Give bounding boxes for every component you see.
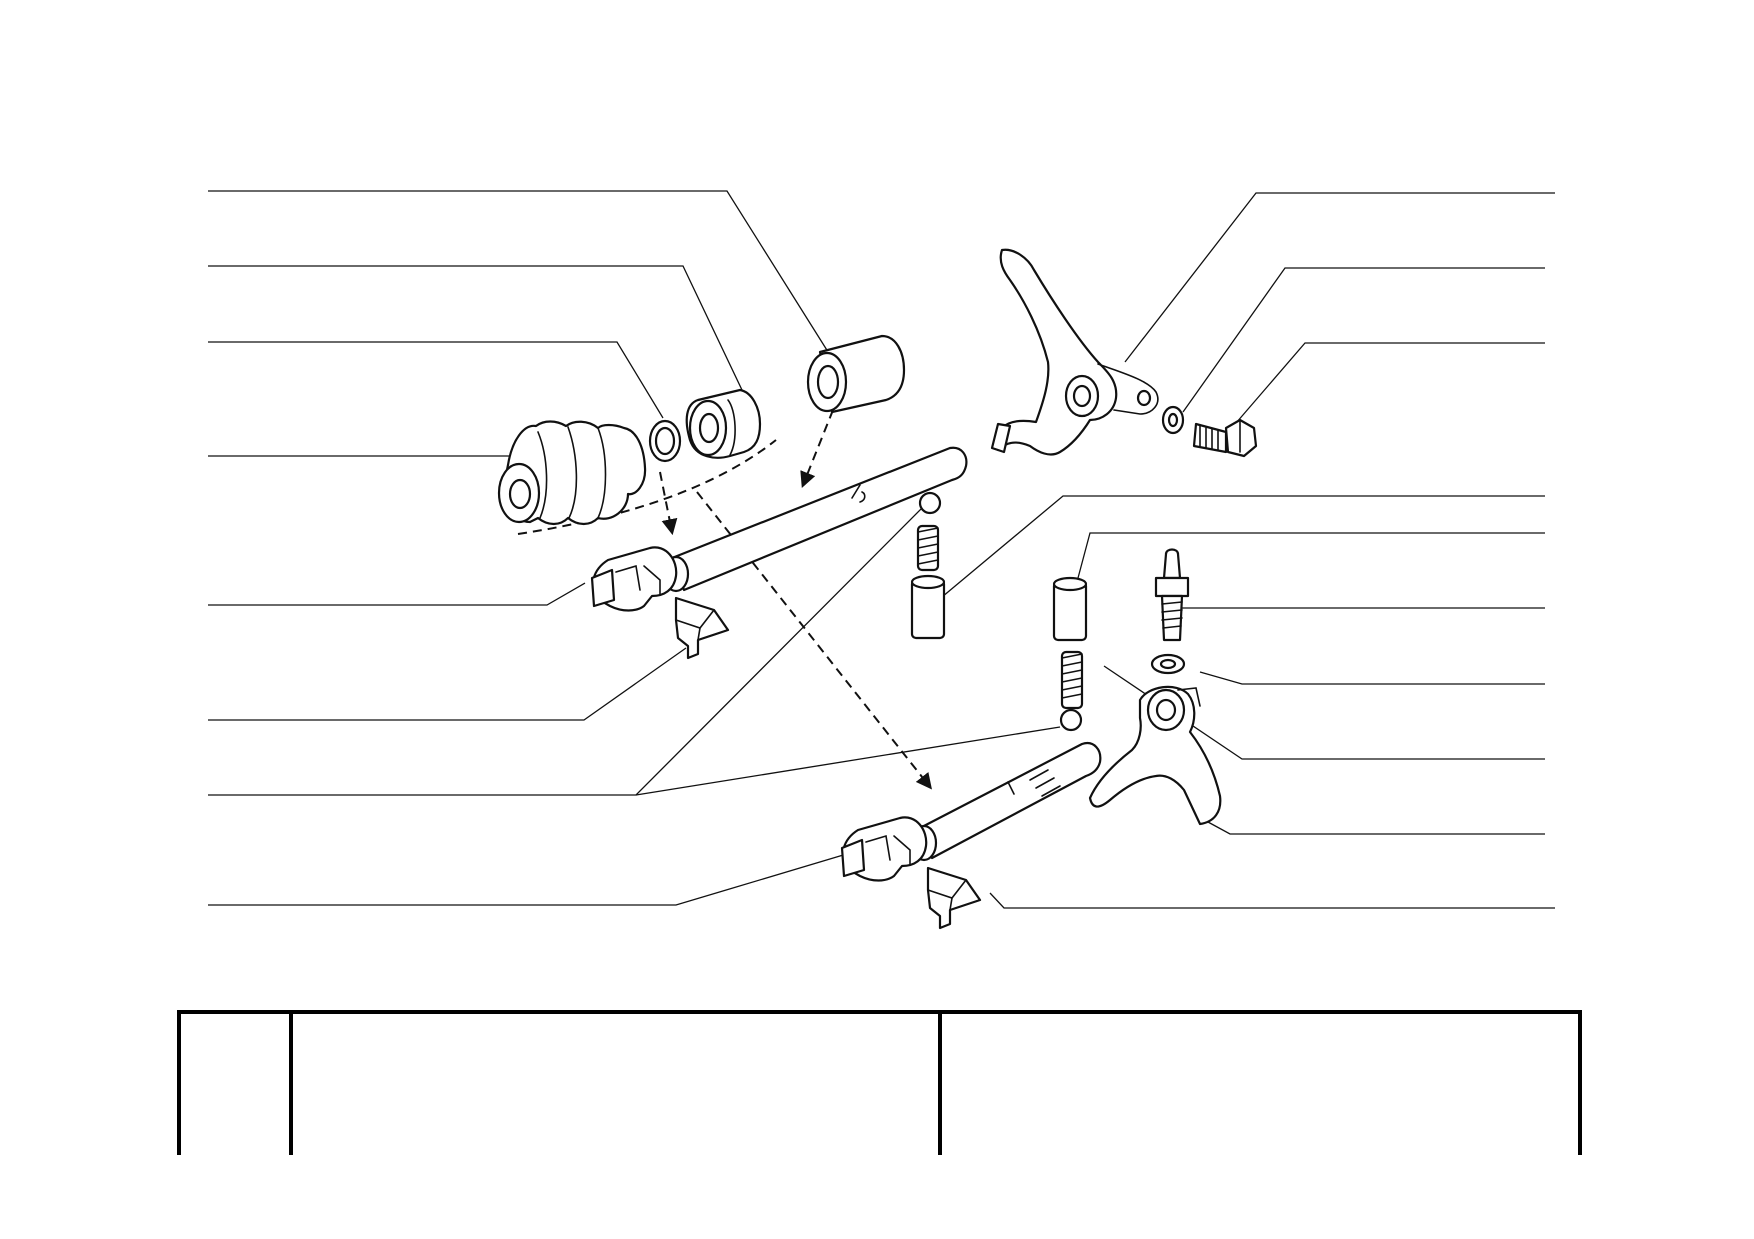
fork-bolt [1192, 418, 1258, 458]
title-block [177, 1010, 1582, 1155]
bush [806, 334, 906, 414]
upper-interlock-clip [674, 596, 730, 660]
lower-selector-shaft [840, 742, 1102, 882]
leader-line-lower-interlock-clip [989, 892, 1555, 909]
lower-detent-spring [1060, 650, 1084, 710]
leader-line-fork-lock-washer [1182, 267, 1545, 413]
leader-line-upper-fork [1124, 192, 1555, 363]
dashed-assembly-arc [517, 439, 777, 535]
stud [1154, 548, 1190, 642]
lower-detent-ball [1059, 708, 1083, 732]
leader-line-lower-selector-shaft [208, 849, 861, 906]
leader-line-lower-fork [1207, 821, 1545, 835]
stud-washer [1150, 653, 1186, 675]
gaiter [497, 420, 647, 526]
leader-line-detent-balls [208, 504, 926, 796]
leader-line-upper-detent-spring-plunger [941, 495, 1545, 598]
leader-line-lower-plunger [1077, 532, 1545, 579]
title-block-frame [177, 1010, 1582, 1155]
seal-housing [685, 388, 762, 459]
lower-interlock-clip [926, 866, 982, 930]
lower-selector-fork [1088, 685, 1222, 826]
leader-line-upper-interlock-clip [208, 647, 687, 721]
leader-line-stud-washer [1199, 671, 1545, 685]
upper-detent-ball [918, 491, 942, 515]
upper-detent-plunger [910, 574, 946, 640]
leader-line-detent-balls-branch [635, 726, 1061, 796]
left-callout-leaders [208, 190, 1061, 906]
right-callout-leaders [941, 192, 1555, 909]
leader-line-upper-selector-shaft [208, 582, 586, 606]
leader-line-seal-housing [208, 265, 743, 391]
leader-line-o-ring [208, 341, 664, 419]
o-ring [648, 419, 682, 463]
dashed-arrow-to-upper-shaft [659, 471, 678, 536]
leader-line-bush [208, 190, 831, 356]
fork-lock-washer [1161, 405, 1185, 435]
lower-plunger [1052, 576, 1088, 642]
upper-selector-shaft [590, 446, 968, 612]
upper-selector-fork [990, 248, 1159, 456]
dashed-arrow-bush-to-shaft [800, 409, 834, 488]
upper-detent-spring [916, 524, 940, 572]
leader-line-fork-bolt [1229, 342, 1545, 431]
